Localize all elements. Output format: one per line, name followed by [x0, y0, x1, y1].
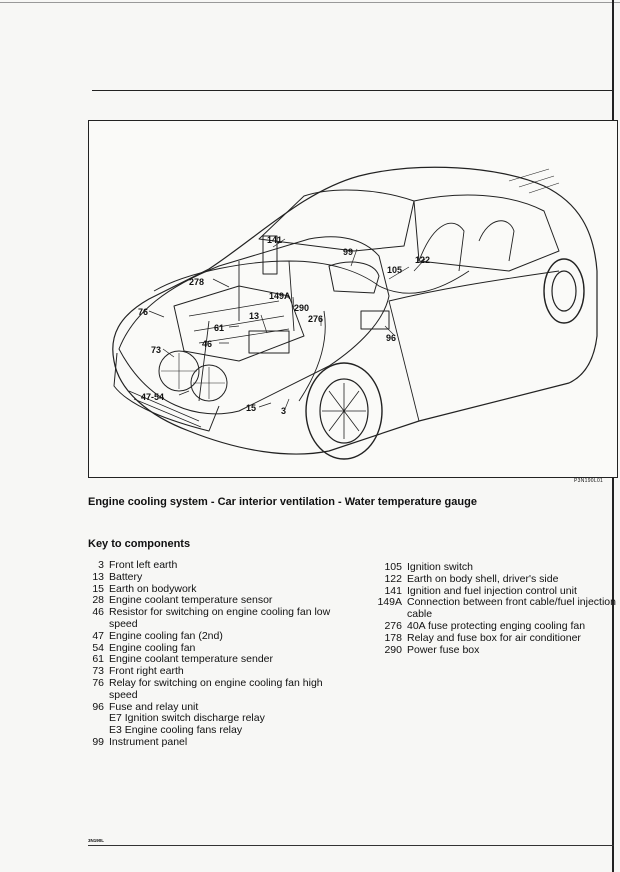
item-text: Earth on body shell, driver's side	[407, 572, 559, 585]
key-item: 99 Instrument panel	[80, 735, 350, 749]
item-number: 141	[384, 584, 402, 597]
key-list-left: 3 Front left earth 13 Battery 15 Earth on b…	[80, 559, 350, 749]
item-number: 276	[384, 619, 402, 632]
callout-labels: 141 99 278 105 122 149A 290 76 13 276 61…	[138, 235, 430, 416]
key-item: 76 Relay for switching on engine cooling …	[80, 676, 350, 702]
item-text: Relay and fuse box for air conditioner	[407, 631, 581, 644]
item-number: 76	[92, 676, 104, 689]
callout-99: 99	[343, 247, 353, 257]
bottom-rule	[88, 845, 614, 846]
callout-278: 278	[189, 277, 204, 287]
item-text: Engine cooling fan	[109, 641, 196, 654]
key-item: 13 Battery	[80, 570, 350, 584]
key-item: 61 Engine coolant temperature sender	[80, 654, 350, 666]
callout-13: 13	[249, 311, 259, 321]
callout-3: 3	[281, 406, 286, 416]
callout-15: 15	[246, 403, 256, 413]
key-item: 28 Engine coolant temperature sensor	[80, 595, 350, 607]
callout-76: 76	[138, 307, 148, 317]
item-text: Engine coolant temperature sender	[109, 653, 274, 666]
item-number: 46	[92, 606, 104, 619]
item-text: Front left earth	[109, 559, 178, 571]
key-item: 3 Front left earth	[80, 559, 350, 572]
item-text: Relay for switching on engine cooling fa…	[109, 676, 323, 701]
callout-73: 73	[151, 345, 161, 355]
key-item: 54 Engine cooling fan	[80, 641, 350, 655]
item-number: 13	[92, 570, 104, 583]
key-item: 96 Fuse and relay unit	[80, 700, 350, 714]
key-item: 141 Ignition and fuel injection control u…	[370, 584, 620, 598]
item-number: 105	[384, 561, 402, 573]
item-text: Battery	[109, 570, 143, 583]
item-number: 47	[92, 629, 104, 642]
item-text: E3 Engine cooling fans relay	[109, 724, 243, 737]
figure-caption: Engine cooling system - Car interior ven…	[88, 496, 477, 508]
item-text: Power fuse box	[407, 643, 480, 656]
key-item: 122 Earth on body shell, driver's side	[370, 572, 620, 586]
item-number: 28	[92, 594, 104, 607]
item-number: 73	[92, 665, 104, 678]
item-text: Engine cooling fan (2nd)	[109, 629, 223, 642]
item-number: 54	[92, 641, 104, 654]
key-list-right: 105 Ignition switch 122 Earth on body shel…	[370, 561, 620, 657]
callout-46: 46	[202, 339, 212, 349]
top-rule	[0, 2, 620, 3]
key-title: Key to components	[88, 538, 191, 550]
callout-141: 141	[267, 235, 282, 245]
item-number: 15	[92, 582, 104, 595]
key-item: 47 Engine cooling fan (2nd)	[80, 629, 350, 643]
callout-61: 61	[214, 323, 224, 333]
key-subitem: E7 Ignition switch discharge relay	[80, 713, 350, 725]
callout-96: 96	[386, 333, 396, 343]
item-text: Ignition and fuel injection control unit	[407, 584, 577, 597]
key-item: 105 Ignition switch	[370, 561, 620, 574]
key-item: 15 Earth on bodywork	[80, 582, 350, 596]
item-text: Resistor for switching on engine cooling…	[109, 606, 331, 630]
item-number: 290	[384, 643, 402, 656]
item-number: 3	[98, 559, 104, 571]
item-text: Earth on bodywork	[109, 582, 197, 595]
item-text: 40A fuse protecting enging cooling fan	[407, 619, 586, 632]
item-text: Connection between front cable/fuel inje…	[407, 596, 616, 621]
key-subitem: E3 Engine cooling fans relay	[80, 724, 350, 737]
item-number: 61	[92, 653, 104, 666]
callout-47-54: 47-54	[141, 392, 164, 402]
item-text: Instrument panel	[109, 735, 188, 748]
key-item: 178 Relay and fuse box for air conditione…	[370, 631, 620, 645]
item-text: E7 Ignition switch discharge relay	[109, 712, 265, 725]
item-text: Engine coolant temperature sensor	[109, 594, 273, 607]
item-text: Front right earth	[109, 665, 184, 678]
key-item: 290 Power fuse box	[370, 643, 620, 657]
callout-105: 105	[387, 265, 402, 275]
callout-149a: 149A	[269, 291, 291, 301]
header-rule	[92, 90, 614, 91]
item-text: Fuse and relay unit	[109, 700, 199, 713]
callout-290: 290	[294, 303, 309, 313]
key-item: 46 Resistor for switching on engine cooli…	[80, 606, 350, 631]
item-number: 149A	[377, 596, 402, 609]
callout-122: 122	[415, 255, 430, 265]
item-number: 96	[92, 700, 104, 713]
car-illustration: 141 99 278 105 122 149A 290 76 13 276 61…	[112, 166, 598, 460]
key-item: 149A Connection between front cable/fuel …	[370, 597, 620, 621]
callout-276: 276	[308, 314, 323, 324]
item-number: 99	[92, 735, 104, 748]
figure-code: P3N190L01	[574, 478, 604, 484]
item-number: 178	[384, 631, 402, 644]
page-code: 3N190L	[88, 838, 105, 843]
car-diagram: 141 99 278 105 122 149A 290 76 13 276 61…	[88, 120, 618, 478]
item-text: Ignition switch	[407, 561, 473, 573]
key-item: 276 40A fuse protecting enging cooling fa…	[370, 619, 620, 633]
item-number: 122	[384, 572, 402, 585]
key-item: 73 Front right earth	[80, 665, 350, 678]
